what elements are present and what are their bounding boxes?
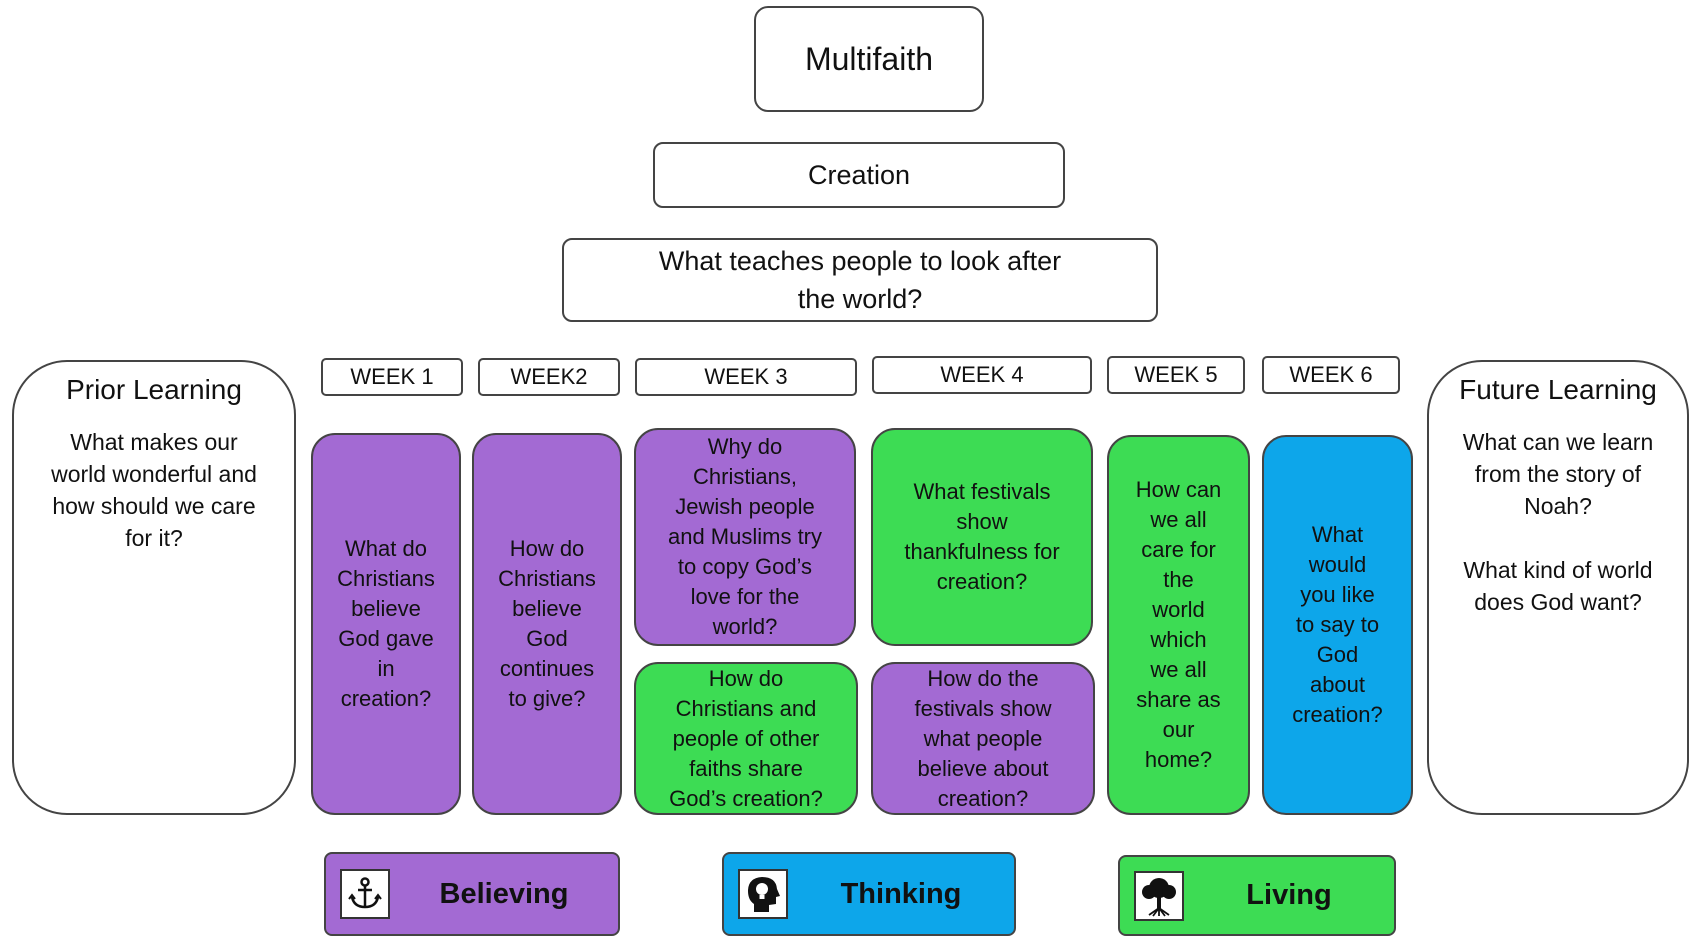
- week-3-bottom-question: How do Christians and people of other fa…: [669, 665, 823, 811]
- week-2-header: WEEK2: [478, 358, 620, 396]
- prior-learning-title: Prior Learning: [66, 374, 242, 405]
- week-3-top-question: Why do Christians, Jewish people and Mus…: [667, 434, 823, 639]
- week-4-bottom-question: How do the festivals show what people be…: [914, 665, 1052, 811]
- key-label-living: Living: [1246, 879, 1332, 911]
- topic-title: Creation: [807, 159, 911, 190]
- week-3-bottom-card: How do Christians and people of other fa…: [634, 662, 858, 815]
- week-5-question: How can we all care for the world which …: [1135, 477, 1222, 772]
- key-living: Living: [1118, 855, 1396, 936]
- week-label: WEEK 3: [704, 364, 788, 389]
- week-3-header: WEEK 3: [635, 358, 857, 396]
- week-4-header: WEEK 4: [872, 356, 1092, 394]
- unit-title-box: Multifaith: [754, 6, 984, 112]
- week-4-top-card: What festivals show thankfulness for cre…: [871, 428, 1093, 646]
- week-5-card: How can we all care for the world which …: [1107, 435, 1250, 815]
- future-learning-text: What can we learn from the story of Noah…: [1462, 429, 1654, 615]
- head-lightbulb-icon: [738, 869, 788, 919]
- prior-learning-panel: Prior Learning What makes our world wond…: [12, 360, 296, 815]
- week-1-card: What do Christians believe God gave in c…: [311, 433, 461, 815]
- key-label-believing: Believing: [439, 877, 569, 910]
- week-label: WEEK 4: [940, 362, 1024, 387]
- tree-icon: [1134, 870, 1184, 921]
- week-6-question: What would you like to say to God about …: [1292, 522, 1383, 727]
- week-6-card: What would you like to say to God about …: [1262, 435, 1413, 815]
- prior-learning-text: What makes our world wonderful and how s…: [51, 429, 257, 551]
- week-4-top-question: What festivals show thankfulness for cre…: [904, 479, 1060, 594]
- big-question: What teaches people to look after the wo…: [658, 246, 1062, 314]
- week-label: WEEK 6: [1289, 362, 1373, 387]
- week-2-question: How do Christians believe God continues …: [498, 536, 596, 711]
- key-label-thinking: Thinking: [840, 877, 962, 910]
- big-question-box: What teaches people to look after the wo…: [562, 238, 1158, 322]
- future-learning-title: Future Learning: [1459, 374, 1657, 405]
- week-5-header: WEEK 5: [1107, 356, 1245, 394]
- week-2-card: How do Christians believe God continues …: [472, 433, 622, 815]
- week-label: WEEK 1: [350, 364, 434, 389]
- week-4-bottom-card: How do the festivals show what people be…: [871, 662, 1095, 815]
- week-3-top-card: Why do Christians, Jewish people and Mus…: [634, 428, 856, 646]
- week-6-header: WEEK 6: [1262, 356, 1400, 394]
- week-1-header: WEEK 1: [321, 358, 463, 396]
- key-believing: Believing: [324, 852, 620, 936]
- week-label: WEEK2: [510, 364, 588, 389]
- unit-title: Multifaith: [804, 40, 934, 77]
- anchor-icon: [340, 869, 390, 919]
- week-1-question: What do Christians believe God gave in c…: [337, 536, 435, 711]
- future-learning-panel: Future Learning What can we learn from t…: [1427, 360, 1689, 815]
- key-thinking: Thinking: [722, 852, 1016, 936]
- week-label: WEEK 5: [1134, 362, 1218, 387]
- topic-box: Creation: [653, 142, 1065, 208]
